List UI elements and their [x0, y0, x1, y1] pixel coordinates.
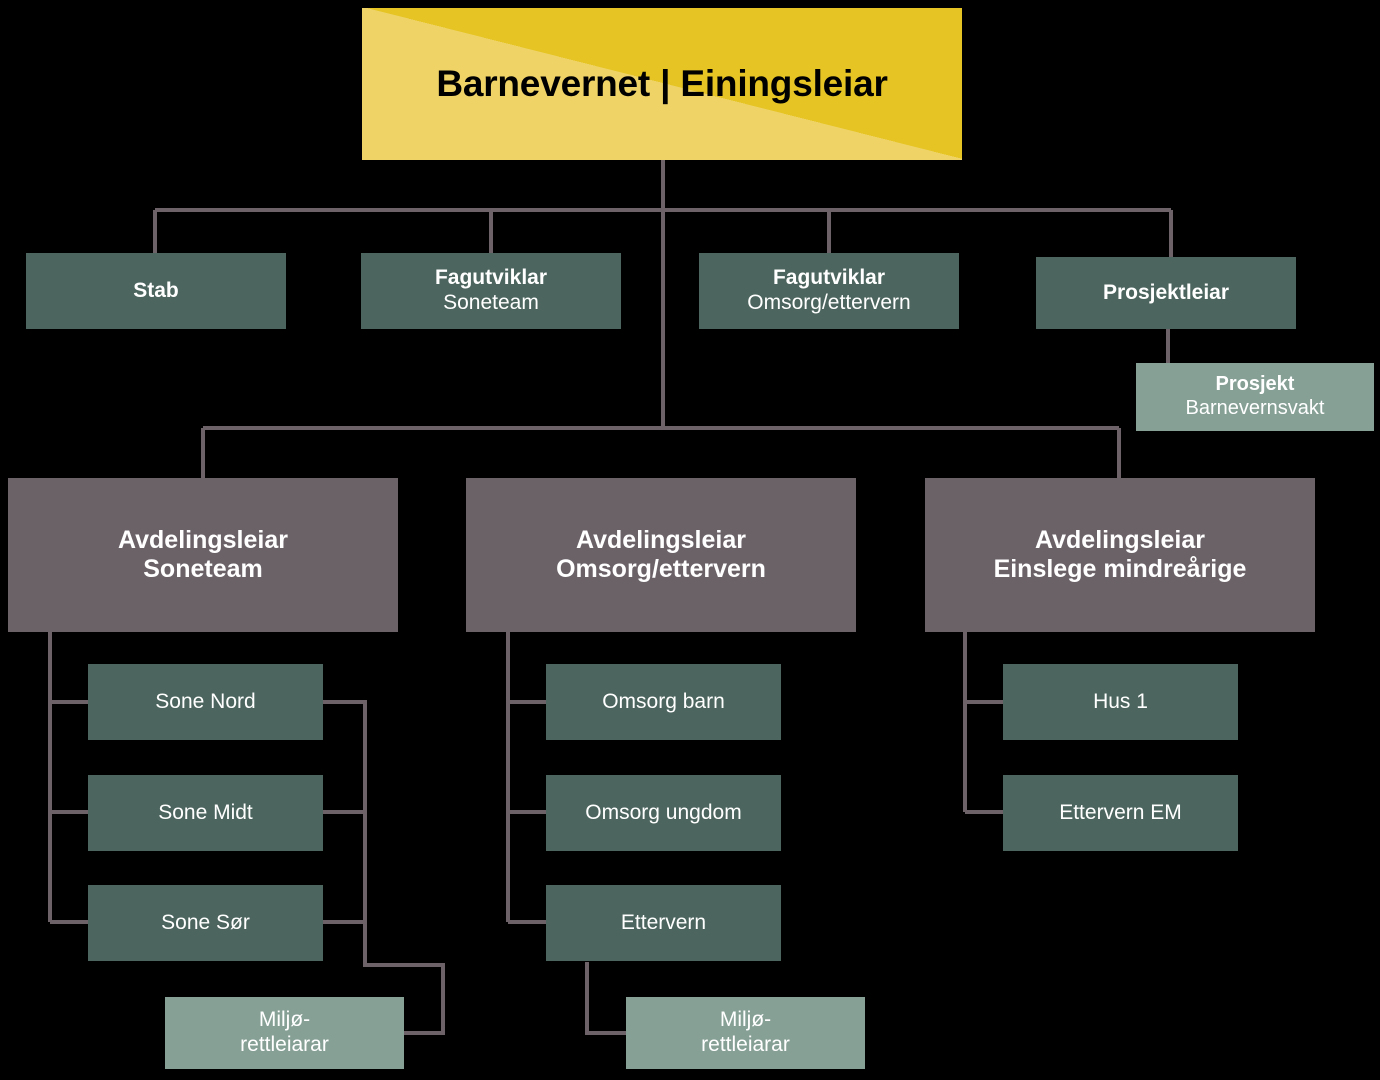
node-fagutviklar-soneteam-label-line2: Soneteam	[443, 291, 539, 314]
node-avd-soneteam-label-line2: Soneteam	[143, 555, 263, 583]
node-root-label: Barnevernet | Einingsleiar	[436, 63, 888, 105]
node-sone-nord-label: Sone Nord	[155, 689, 256, 713]
node-ettervern-em[interactable]: Ettervern EM	[1003, 775, 1238, 851]
node-sone-nord[interactable]: Sone Nord	[88, 664, 323, 740]
node-root[interactable]: Barnevernet | Einingsleiar	[362, 8, 962, 160]
node-avdelingsleiar-omsorg[interactable]: Avdelingsleiar Omsorg/ettervern	[466, 478, 856, 632]
node-omsorg-barn[interactable]: Omsorg barn	[546, 664, 781, 740]
node-miljorettleiarar-omsorg-label-line1: Miljø-	[719, 1008, 772, 1032]
node-avd-omsorg-label-line1: Avdelingsleiar	[576, 525, 746, 554]
node-avdelingsleiar-einslege[interactable]: Avdelingsleiar Einslege mindreårige	[925, 478, 1315, 632]
node-fagutviklar-omsorg[interactable]: Fagutviklar Omsorg/ettervern	[699, 253, 959, 329]
node-ettervern[interactable]: Ettervern	[546, 885, 781, 961]
node-miljorettleiarar-omsorg-label-line2: rettleiarar	[701, 1033, 790, 1056]
node-avd-omsorg-label-line2: Omsorg/ettervern	[556, 555, 766, 583]
node-sone-midt[interactable]: Sone Midt	[88, 775, 323, 851]
node-miljorettleiarar-soneteam-label-line2: rettleiarar	[240, 1033, 329, 1056]
node-miljorettleiarar-soneteam-label-line1: Miljø-	[258, 1008, 311, 1032]
node-sone-sor-label: Sone Sør	[161, 910, 250, 934]
node-ettervern-label: Ettervern	[620, 910, 707, 934]
node-avdelingsleiar-soneteam[interactable]: Avdelingsleiar Soneteam	[8, 478, 398, 632]
node-fagutviklar-omsorg-label-line1: Fagutviklar	[772, 266, 886, 290]
collector-soneteam-miljo	[323, 700, 445, 1035]
node-avd-einslege-label-line1: Avdelingsleiar	[1035, 525, 1205, 554]
node-hus-1-label: Hus 1	[1093, 689, 1148, 713]
node-stab[interactable]: Stab	[26, 253, 286, 329]
node-prosjektleiar[interactable]: Prosjektleiar	[1036, 257, 1296, 329]
node-miljorettleiarar-soneteam[interactable]: Miljø- rettleiarar	[165, 997, 404, 1069]
node-prosjekt-label-line1: Prosjekt	[1215, 373, 1295, 396]
node-avd-soneteam-label-line1: Avdelingsleiar	[118, 525, 288, 554]
node-hus-1[interactable]: Hus 1	[1003, 664, 1238, 740]
node-avd-einslege-label-line2: Einslege mindreårige	[993, 555, 1247, 583]
node-prosjektleiar-label-line1: Prosjektleiar	[1102, 280, 1230, 304]
node-sone-midt-label: Sone Midt	[158, 800, 253, 824]
node-fagutviklar-soneteam[interactable]: Fagutviklar Soneteam	[361, 253, 621, 329]
node-prosjekt-barnevernsvakt[interactable]: Prosjekt Barnevernsvakt	[1136, 363, 1374, 431]
node-fagutviklar-soneteam-label-line1: Fagutviklar	[434, 266, 548, 290]
node-sone-sor[interactable]: Sone Sør	[88, 885, 323, 961]
node-ettervern-em-label: Ettervern EM	[1059, 800, 1182, 824]
node-fagutviklar-omsorg-label-line2: Omsorg/ettervern	[747, 291, 911, 314]
node-omsorg-ungdom-label: Omsorg ungdom	[585, 800, 742, 824]
connector-ettervern-miljo	[585, 962, 629, 1035]
node-prosjekt-label-line2: Barnevernsvakt	[1185, 397, 1325, 419]
node-omsorg-ungdom[interactable]: Omsorg ungdom	[546, 775, 781, 851]
node-stab-label-line1: Stab	[133, 278, 179, 302]
node-omsorg-barn-label: Omsorg barn	[602, 689, 725, 713]
node-miljorettleiarar-omsorg[interactable]: Miljø- rettleiarar	[626, 997, 865, 1069]
